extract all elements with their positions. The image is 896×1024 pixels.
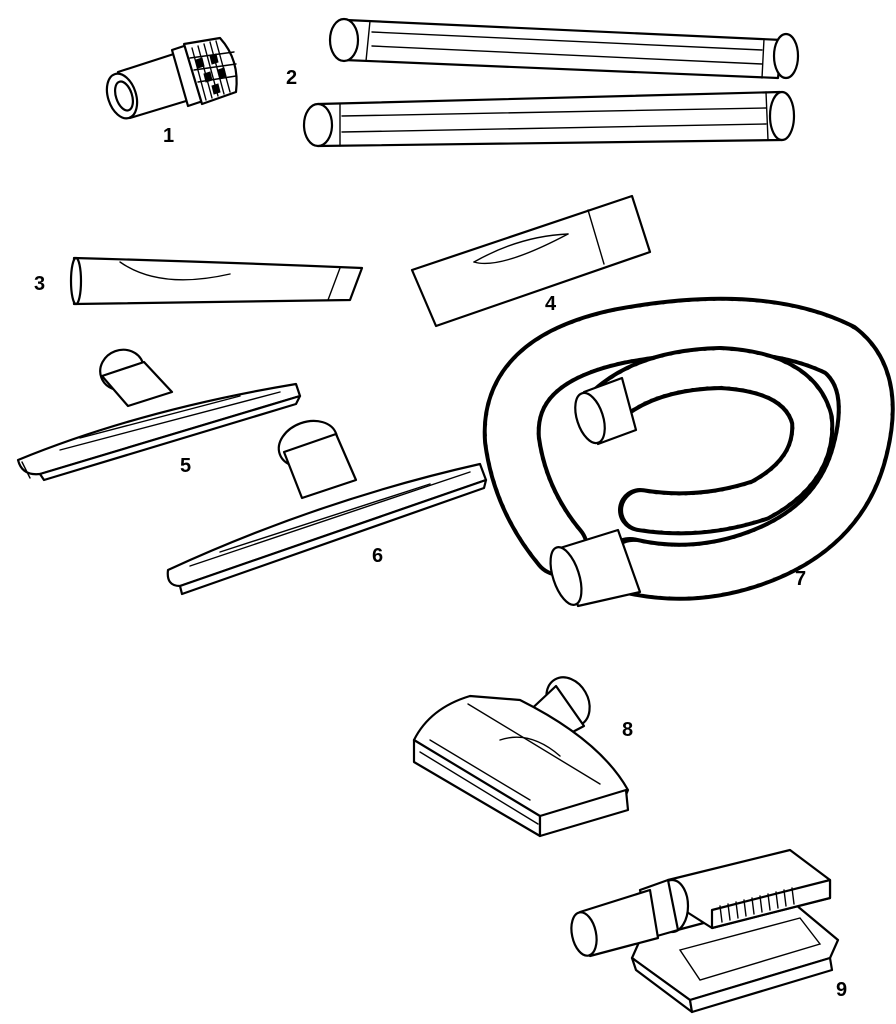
- part-number-3: 3: [34, 273, 45, 295]
- part-number-5: 5: [180, 455, 191, 477]
- turbo-nozzle-icon: [570, 848, 840, 1014]
- round-dusting-brush-icon: [105, 36, 238, 120]
- floor-squeegee-nozzle-icon: [16, 348, 302, 482]
- part-number-8: 8: [622, 719, 633, 741]
- crevice-tool-icon: [69, 256, 364, 306]
- part-number-4: 4: [545, 293, 557, 315]
- part-number-6: 6: [372, 545, 383, 567]
- flexible-hose-icon: [482, 296, 895, 608]
- part-number-7: 7: [795, 568, 806, 590]
- utility-nozzle-icon: [410, 194, 652, 328]
- part-number-9: 9: [836, 979, 847, 1001]
- part-number-1: 1: [163, 125, 174, 147]
- extension-wands-icon: [302, 17, 800, 148]
- floor-brush-nozzle-icon: [412, 676, 630, 838]
- part-number-2: 2: [286, 67, 297, 89]
- floor-squeegee-nozzle-icon: [166, 419, 488, 596]
